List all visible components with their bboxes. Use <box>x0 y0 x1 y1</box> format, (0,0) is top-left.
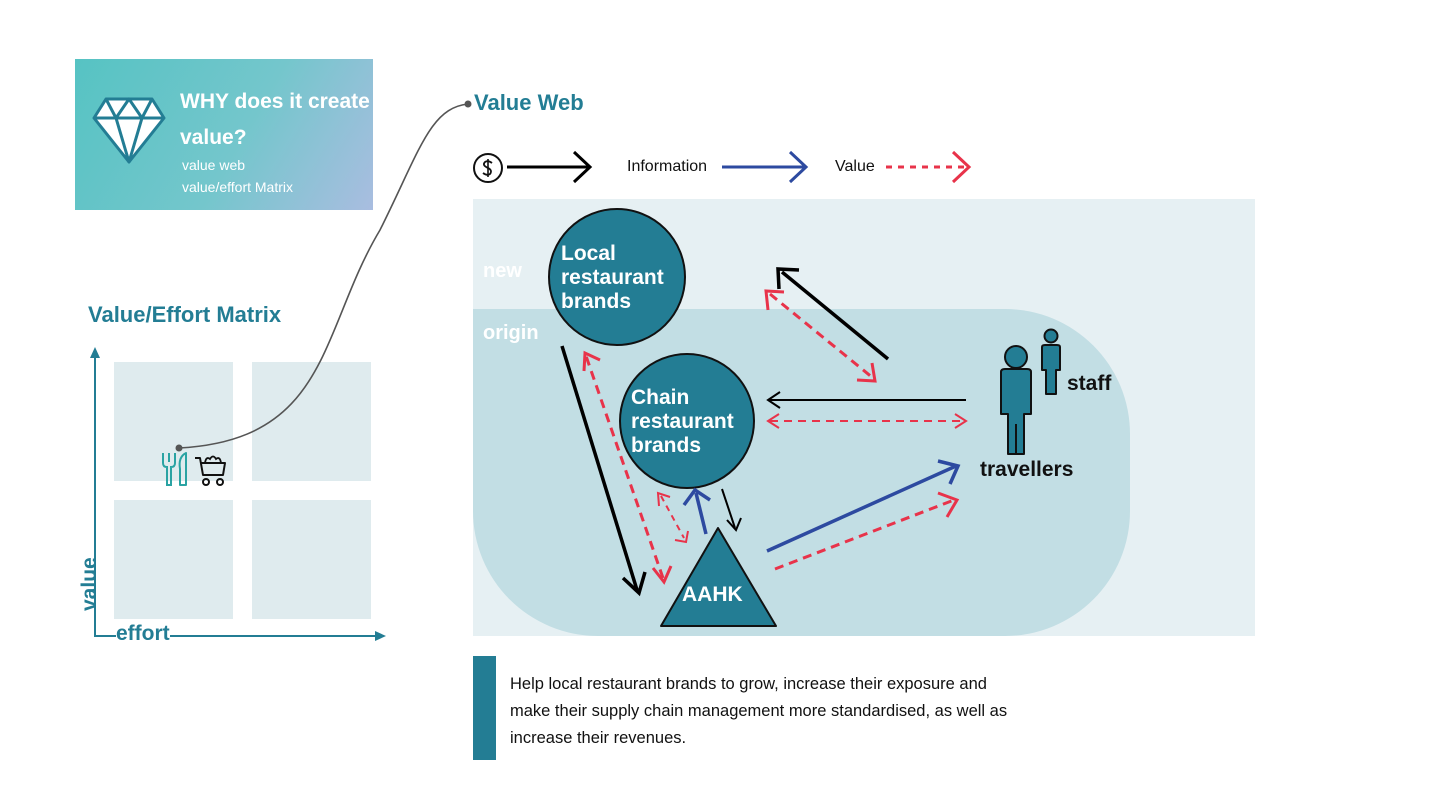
legend-information-label: Information <box>627 158 708 175</box>
value-web-title: Value Web <box>474 90 584 115</box>
why-item-list: value web value/effort Matrix <box>182 154 293 198</box>
money-arrow-chain-to-aahk <box>721 488 742 532</box>
staff-label: staff <box>1067 372 1112 395</box>
value-arrow-local-travellers <box>764 289 877 383</box>
note-accent-bar <box>473 656 496 760</box>
dollar-icon <box>472 152 504 184</box>
local-restaurant-node <box>548 208 686 346</box>
diamond-icon <box>92 96 166 164</box>
why-item-value-web: value web <box>182 157 246 173</box>
fork-knife-icon <box>160 451 192 487</box>
why-title: WHY does it create value? <box>180 90 370 149</box>
value-arrow-chain-travellers <box>766 413 968 429</box>
legend-value-label: Value <box>835 158 875 175</box>
x-axis-label: effort <box>116 622 170 646</box>
matrix-cell-bottom-left <box>114 500 233 619</box>
information-arrow-aahk-to-chain <box>682 487 711 535</box>
zone-label-origin: origin <box>483 322 539 344</box>
matrix-cell-top-left <box>114 362 233 481</box>
travellers-label: travellers <box>980 458 1074 481</box>
zone-label-new: new <box>483 260 522 282</box>
matrix-title: Value/Effort Matrix <box>88 302 282 327</box>
money-arrow-travellers-to-local <box>776 267 890 361</box>
chain-restaurant-node <box>619 353 755 489</box>
shopping-cart-icon <box>194 453 228 487</box>
value-arrow-aahk-chain <box>656 491 689 544</box>
staff-figure-icon <box>1039 328 1063 396</box>
matrix-cell-bottom-right <box>252 500 371 619</box>
value-arrow-aahk-to-travellers <box>774 491 960 571</box>
why-item-value-effort-matrix: value/effort Matrix <box>182 179 294 195</box>
money-arrow-travellers-to-chain <box>766 391 966 409</box>
value-arrow-aahk-local <box>582 350 673 585</box>
aahk-node <box>660 527 777 627</box>
money-arrow-local-to-aahk <box>560 345 647 597</box>
chain-restaurant-label: Chain restaurant brands <box>631 386 734 457</box>
traveller-figure-icon <box>994 344 1038 456</box>
information-arrow-aahk-to-travellers <box>766 459 961 553</box>
local-restaurant-label: Local restaurant brands <box>561 242 664 313</box>
note-text: Help local restaurant brands to grow, in… <box>510 675 1008 747</box>
aahk-label: AAHK <box>682 583 743 606</box>
